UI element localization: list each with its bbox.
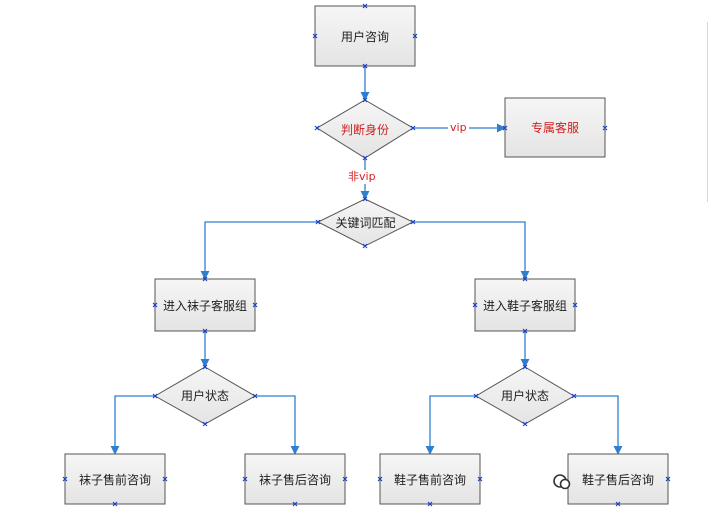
box-shoes-aftersale (567, 453, 669, 505)
watermark-chat-icon (553, 474, 571, 490)
connector-keyword-to-socks-group (200, 221, 318, 280)
connector-status-right-to-shoes-aftersale (574, 395, 623, 455)
box-shoes-presale (379, 453, 481, 505)
box-socks-aftersale (244, 453, 346, 505)
box-enter-socks-group (154, 278, 256, 332)
connector-status-right-to-shoes-presale (425, 395, 476, 455)
selection-handles (62, 3, 671, 507)
edge-label-non-vip: 非vip (346, 170, 378, 184)
edge-label-vip: vip (448, 121, 469, 135)
diamond-check-identity (316, 99, 414, 159)
box-socks-presale (64, 453, 166, 505)
diamond-user-status-left (153, 366, 257, 425)
page-edge-rule (707, 22, 708, 202)
diamond-keyword-match (316, 198, 415, 247)
box-user-consult (314, 5, 416, 67)
box-enter-shoes-group (474, 278, 576, 332)
connector-keyword-to-shoes-group (413, 221, 530, 280)
box-exclusive-service (504, 97, 606, 158)
connector-status-left-to-socks-presale (110, 395, 155, 455)
diamond-user-status-right (475, 366, 575, 425)
connector-status-left-to-socks-aftersale (255, 395, 300, 455)
